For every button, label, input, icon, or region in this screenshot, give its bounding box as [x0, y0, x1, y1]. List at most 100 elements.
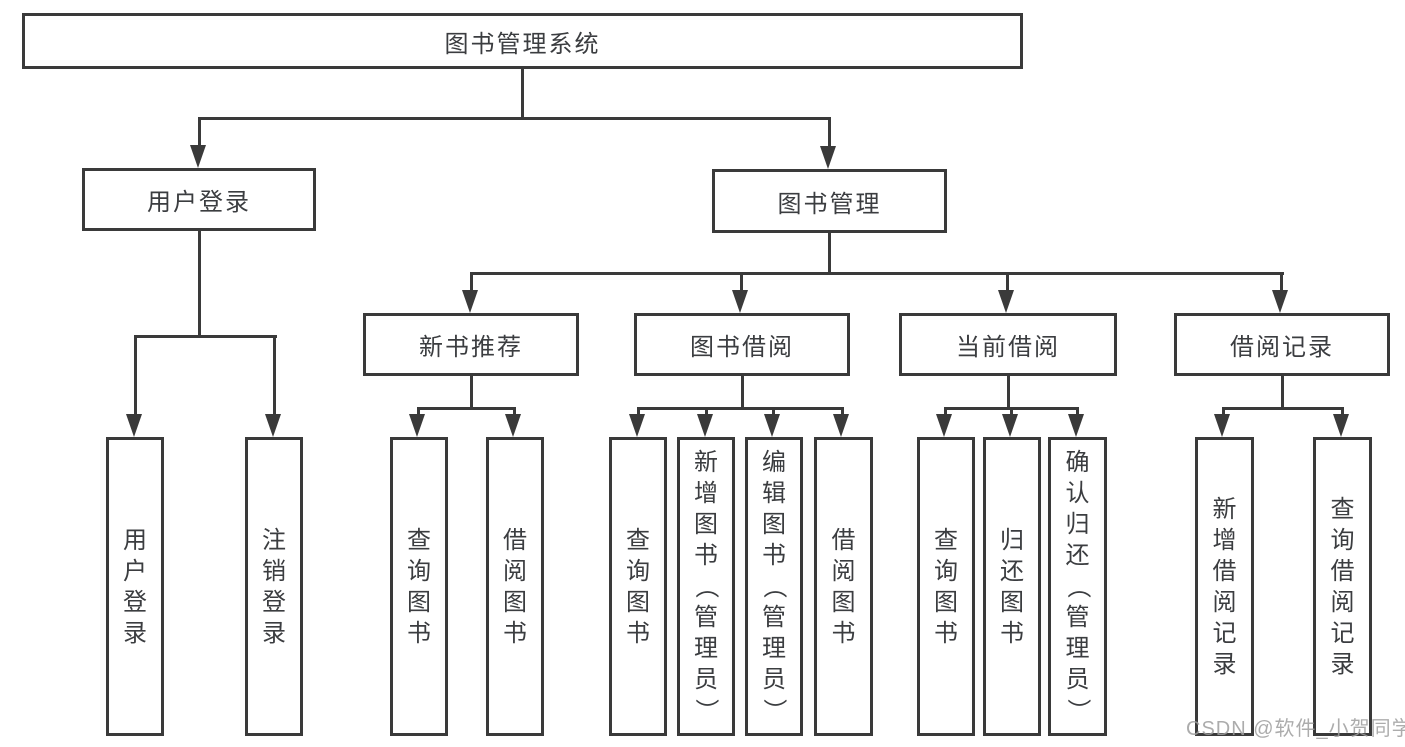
- vertical-char: 查: [407, 526, 431, 554]
- arrowhead-down-icon: [833, 414, 849, 437]
- node-current-borrowing: 当前借阅: [899, 313, 1117, 376]
- arrowhead-down-icon: [732, 290, 748, 313]
- vertical-char: ）: [760, 698, 788, 723]
- vertical-char: 图: [694, 511, 718, 538]
- vertical-char: 还: [1000, 557, 1024, 585]
- connector-current-to-leaves-stem: [1010, 407, 1013, 418]
- leaf-label: 查询图书: [934, 525, 958, 649]
- vertical-char: 书: [626, 619, 650, 647]
- watermark: CSDN @软件_小贺同学: [1186, 718, 1405, 740]
- node-label: 用户登录: [147, 189, 251, 216]
- vertical-char: 增: [694, 480, 718, 507]
- arrowhead-down-icon: [1068, 414, 1084, 437]
- vertical-char: 记: [1330, 619, 1355, 647]
- vertical-char: 理: [762, 635, 786, 662]
- connector-book-mgmt-to-level3-stem: [740, 272, 743, 294]
- node-label: 当前借阅: [956, 334, 1060, 361]
- vertical-char: 询: [934, 557, 958, 585]
- leaf-return-books: 归还图书: [983, 437, 1041, 736]
- arrowhead-down-icon: [998, 290, 1014, 313]
- leaf-confirm-return-admin: 确认归还（管理员）: [1048, 437, 1107, 736]
- vertical-char: 图: [1000, 588, 1024, 616]
- node-book-management: 图书管理: [712, 169, 947, 233]
- leaf-query-books-current: 查询图书: [917, 437, 975, 736]
- leaf-label: 归还图书: [1000, 525, 1024, 649]
- vertical-char: 查: [626, 526, 650, 554]
- vertical-char: 管: [694, 604, 718, 631]
- connector-user-login-to-leaves-stem: [273, 335, 276, 418]
- node-label: 图书借阅: [690, 334, 794, 361]
- vertical-char: 员: [762, 666, 786, 693]
- vertical-char: 销: [262, 557, 286, 585]
- node-library-management-system: 图书管理系统: [22, 13, 1023, 69]
- vertical-char: 录: [1330, 650, 1355, 678]
- leaf-edit-book-admin: 编辑图书（管理员）: [745, 437, 803, 736]
- leaf-label: 注销登录: [262, 525, 286, 649]
- vertical-char: 图: [934, 588, 958, 616]
- connector-recommend-to-leaves-stem: [417, 407, 420, 418]
- vertical-char: 借: [1212, 557, 1237, 585]
- vertical-char: 图: [762, 511, 786, 538]
- node-book-borrowing: 图书借阅: [634, 313, 850, 376]
- leaf-query-books-recommend: 查询图书: [390, 437, 448, 736]
- connector-current-to-leaves-stem: [1076, 407, 1079, 418]
- vertical-char: 询: [407, 557, 431, 585]
- connector-borrowing-to-leaves-stem: [772, 407, 775, 418]
- node-label: 借阅记录: [1230, 334, 1334, 361]
- connector-book-mgmt-to-level3-stem: [1006, 272, 1009, 294]
- vertical-char: 书: [503, 619, 527, 647]
- vertical-char: 书: [1000, 619, 1024, 647]
- leaf-logout: 注销登录: [245, 437, 303, 736]
- vertical-char: 借: [831, 526, 856, 554]
- leaf-add-borrow-record: 新增借阅记录: [1195, 437, 1254, 736]
- arrowhead-down-icon: [697, 414, 713, 437]
- connector-records-to-leaves-trunk: [1281, 376, 1284, 410]
- vertical-char: 登: [123, 588, 147, 616]
- connector-recommend-to-leaves-stem: [513, 407, 516, 418]
- vertical-char: 借: [503, 526, 527, 554]
- vertical-char: 书: [762, 542, 786, 569]
- leaf-label: 确认归还（管理员）: [1064, 447, 1091, 726]
- arrowhead-down-icon: [1002, 414, 1018, 437]
- arrowhead-down-icon: [1333, 414, 1349, 437]
- vertical-char: 用: [123, 526, 147, 554]
- connector-book-mgmt-to-level3-trunk: [828, 233, 831, 275]
- arrowhead-down-icon: [629, 414, 645, 437]
- connector-borrowing-to-leaves-stem: [705, 407, 708, 418]
- vertical-char: 查: [1330, 495, 1355, 523]
- leaf-label: 编辑图书（管理员）: [761, 447, 788, 726]
- connector-borrowing-to-leaves-bar: [637, 407, 844, 410]
- node-label: 图书管理: [777, 190, 882, 218]
- node-label: 图书管理系统: [444, 30, 601, 58]
- vertical-char: 注: [262, 526, 286, 554]
- vertical-char: 归: [1000, 526, 1024, 554]
- vertical-char: 登: [262, 588, 286, 616]
- leaf-label: 用户登录: [123, 525, 147, 649]
- vertical-char: 询: [1330, 526, 1355, 554]
- vertical-char: 增: [1212, 526, 1237, 554]
- connector-user-login-to-leaves-stem: [134, 335, 137, 418]
- connector-borrowing-to-leaves-trunk: [741, 376, 744, 410]
- leaf-borrow-books-borrowing: 借阅图书: [814, 437, 873, 736]
- vertical-char: （: [692, 574, 720, 599]
- leaf-label: 借阅图书: [503, 525, 527, 649]
- connector-book-mgmt-to-level3-stem: [1280, 272, 1283, 294]
- vertical-char: 理: [1065, 635, 1090, 662]
- vertical-char: 书: [694, 542, 718, 569]
- connector-borrowing-to-leaves-stem: [637, 407, 640, 418]
- vertical-char: 新: [1212, 495, 1237, 523]
- leaf-add-book-admin: 新增图书（管理员）: [677, 437, 735, 736]
- leaf-label: 查询借阅记录: [1331, 494, 1355, 680]
- vertical-char: （: [1064, 574, 1091, 599]
- vertical-char: 管: [1065, 604, 1090, 631]
- vertical-char: 图: [503, 588, 527, 616]
- vertical-char: 图: [831, 588, 856, 616]
- arrowhead-down-icon: [409, 414, 425, 437]
- leaf-label: 借阅图书: [832, 525, 856, 649]
- node-borrowing-records: 借阅记录: [1174, 313, 1390, 376]
- arrowhead-down-icon: [936, 414, 952, 437]
- leaf-user-login: 用户登录: [106, 437, 164, 736]
- node-label: 新书推荐: [419, 334, 523, 361]
- vertical-char: 确: [1065, 449, 1090, 476]
